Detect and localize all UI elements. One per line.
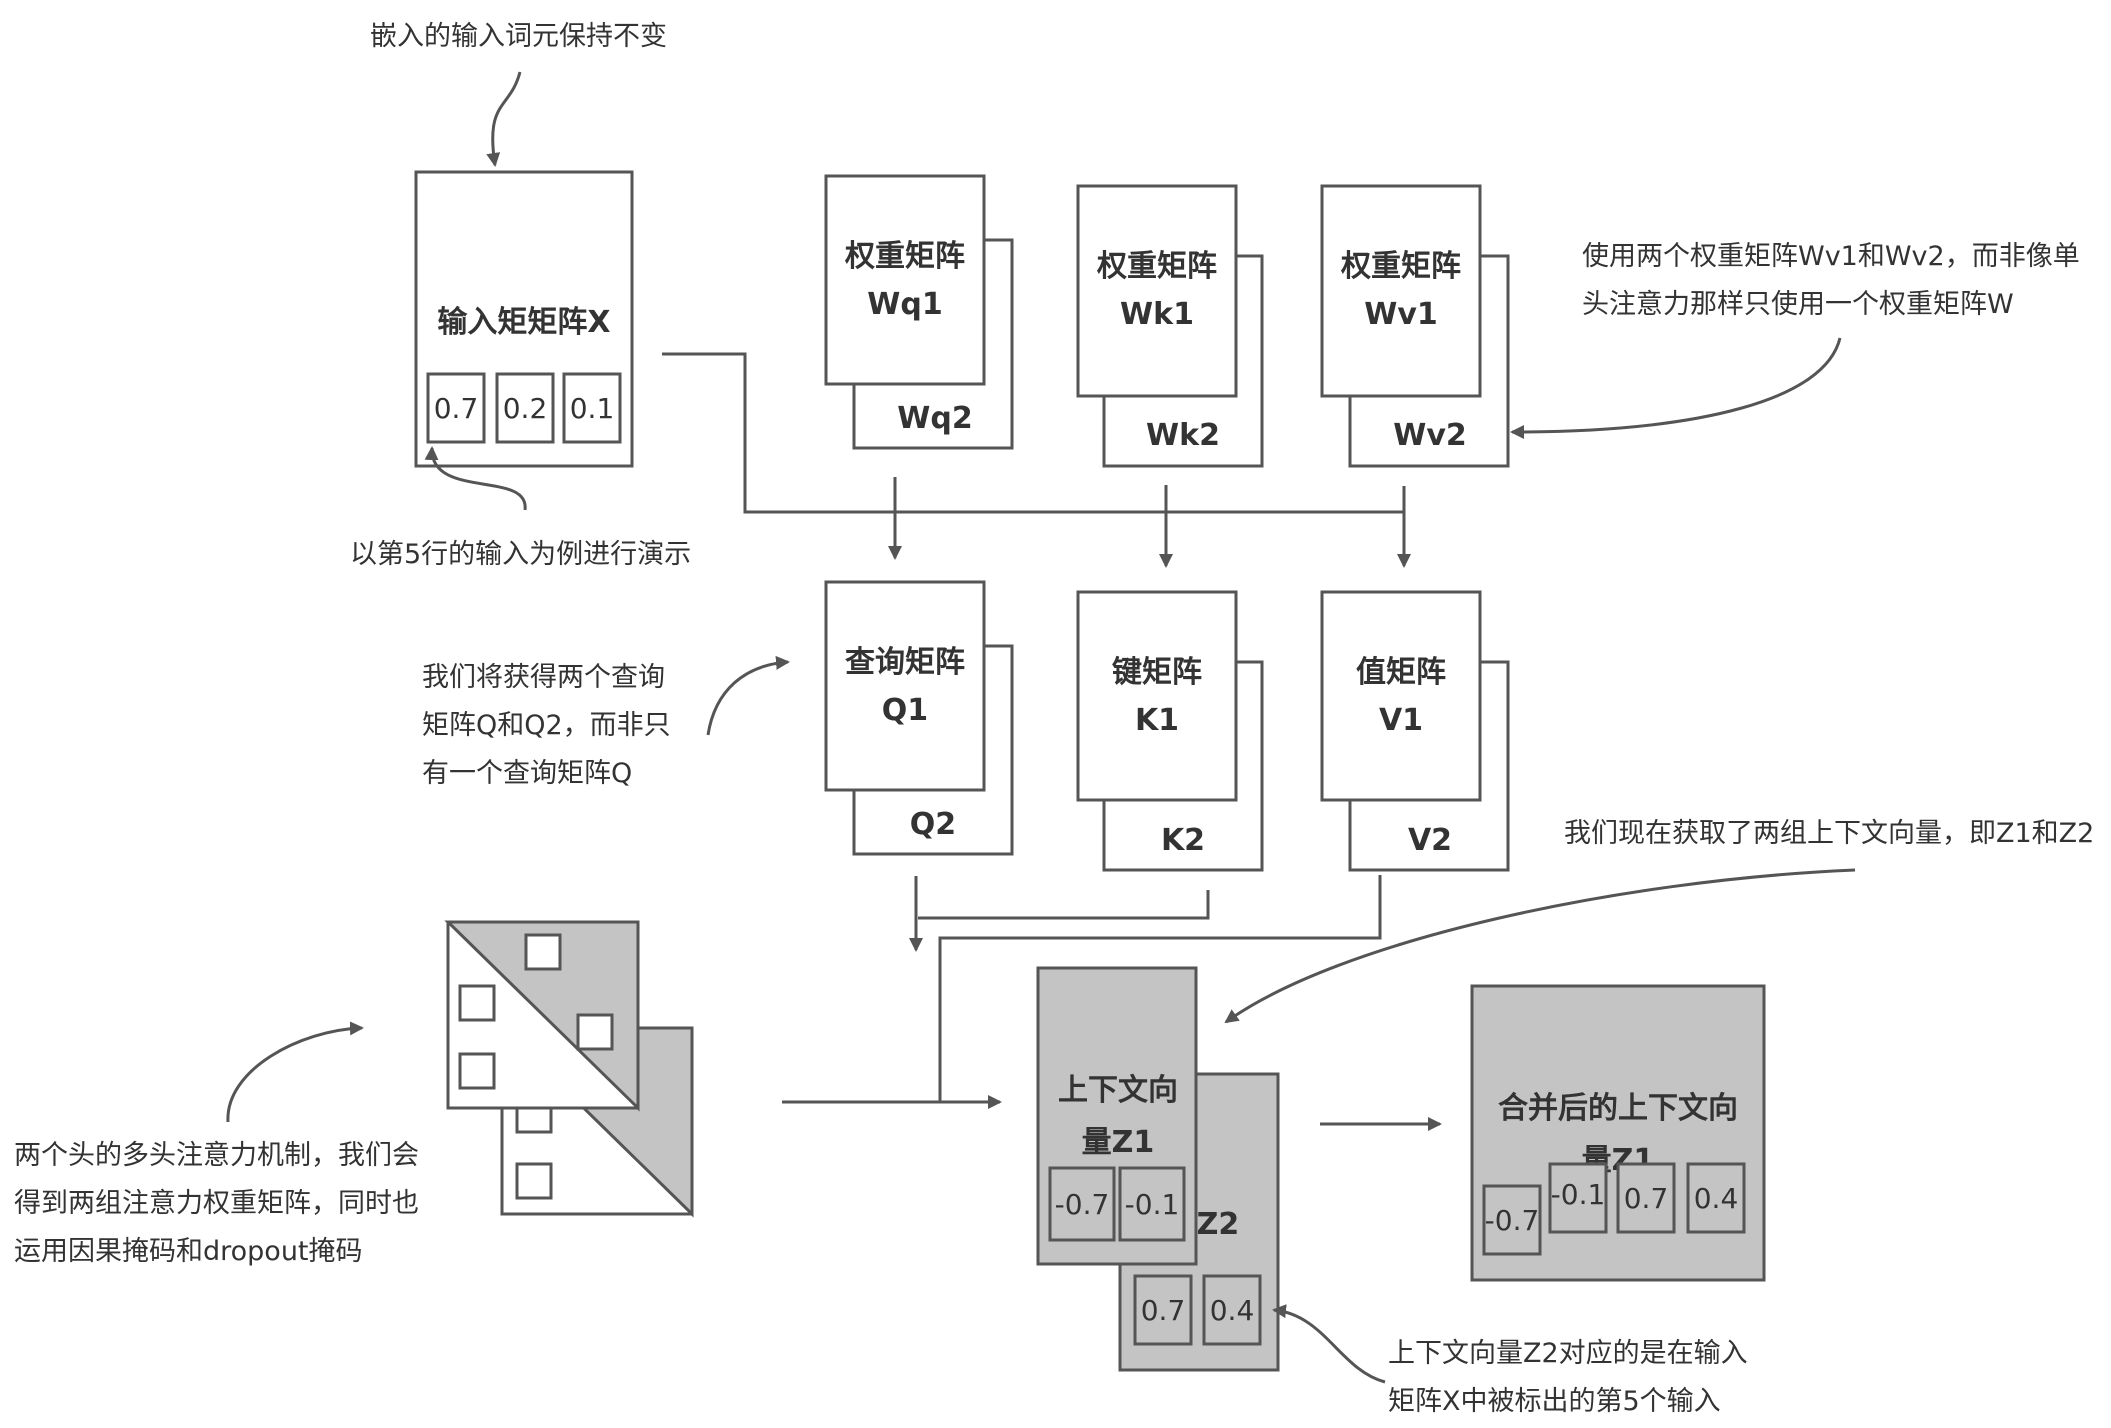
- query-note-line3: 有一个查询矩阵Q: [422, 758, 632, 789]
- merged-cell-value: 0.4: [1694, 1182, 1739, 1215]
- embed-note: 嵌入的输入词元保持不变: [370, 21, 667, 52]
- key-matrix: K2 键矩阵 K1: [1076, 590, 1264, 872]
- merged-cell-value: 0.7: [1624, 1182, 1669, 1215]
- query-matrix: Q2 查询矩阵 Q1: [824, 580, 1014, 856]
- merged-label-line1: 合并后的上下文向: [1498, 1091, 1738, 1126]
- merged-cell-box: [1616, 1162, 1676, 1234]
- input-matrix-x: 输入矩矩阵X 0.7 0.2 0.1: [414, 170, 634, 468]
- weight-q-back-label: Wq2: [897, 401, 972, 436]
- input-cell-value: 0.2: [503, 392, 548, 425]
- query-front-label: Q1: [882, 693, 928, 728]
- weights-note-line1: 使用两个权重矩阵Wv1和Wv2，而非像单: [1582, 241, 2080, 272]
- z2-cell-box: [1133, 1274, 1193, 1346]
- z1-label-line1: 上下文向: [1058, 1073, 1178, 1108]
- weight-matrix-v: Wv2 权重矩阵 Wv1: [1320, 184, 1510, 468]
- query-back-label: Q2: [910, 807, 956, 842]
- row-note-arrow: [424, 446, 527, 511]
- z1-label-line2: 量Z1: [1082, 1125, 1155, 1160]
- weight-matrix-q: Wq2 权重矩阵 Wq1: [824, 174, 1014, 450]
- merged-context-vector: 合并后的上下文向 量Z1 -0.7 -0.1 0.7 0.4: [1470, 984, 1766, 1282]
- weight-v-title: 权重矩阵: [1340, 249, 1461, 284]
- z1-cell-box: [1048, 1166, 1116, 1242]
- value-title: 值矩阵: [1356, 655, 1446, 690]
- weights-note-arrow: [1510, 337, 1842, 439]
- z1-cell-box: [1118, 1166, 1186, 1242]
- multihead-note-line3: 运用因果掩码和dropout掩码: [14, 1236, 363, 1267]
- z2-cell-value: 0.7: [1141, 1294, 1186, 1327]
- z2-note-line2: 矩阵X中被标出的第5个输入: [1388, 1386, 1721, 1417]
- z1-cell-value: -0.1: [1125, 1188, 1180, 1221]
- multihead-note-line1: 两个头的多头注意力机制，我们会: [14, 1140, 419, 1171]
- z2-label: Z2: [1197, 1207, 1240, 1242]
- input-matrix-title: 输入矩矩阵X: [437, 305, 610, 340]
- key-title: 键矩阵: [1112, 655, 1202, 690]
- merged-cell-value: -0.1: [1551, 1178, 1606, 1211]
- merged-cell-box: [1482, 1184, 1542, 1256]
- query-note-arrow: [706, 655, 790, 736]
- weight-k-back-label: Wk2: [1146, 418, 1220, 453]
- context-vector-z1: 上下文向 量Z1 -0.7 -0.1: [1036, 966, 1198, 1266]
- weight-k-front-label: Wk1: [1120, 297, 1194, 332]
- weight-v-front-label: Wv1: [1364, 297, 1438, 332]
- key-connector: [918, 890, 1210, 920]
- value-back-label: V2: [1408, 823, 1452, 858]
- key-back-label: K2: [1161, 823, 1205, 858]
- multihead-note-line2: 得到两组注意力权重矩阵，同时也: [14, 1188, 419, 1219]
- merged-cell-box: [1548, 1162, 1608, 1234]
- merged-cell-box: [1686, 1162, 1746, 1234]
- row-note: 以第5行的输入为例进行演示: [350, 539, 691, 570]
- input-cell-box: [426, 372, 486, 444]
- input-cell-box: [562, 372, 622, 444]
- value-connector: [938, 875, 1382, 1102]
- query-note-line2: 矩阵Q和Q2，而非只: [422, 710, 671, 741]
- multihead-note-arrow: [226, 1021, 364, 1123]
- weight-k-title: 权重矩阵: [1096, 249, 1217, 284]
- embed-note-arrow: [486, 71, 522, 167]
- value-front-label: V1: [1379, 703, 1423, 738]
- z2-cell-box: [1202, 1274, 1262, 1346]
- weight-matrix-k: Wk2 权重矩阵 Wk1: [1076, 184, 1264, 468]
- value-matrix: V2 值矩阵 V1: [1320, 590, 1510, 872]
- input-to-weights-line: [662, 352, 1404, 514]
- weight-v-back-label: Wv2: [1393, 418, 1467, 453]
- weights-note-line2: 头注意力那样只使用一个权重矩阵W: [1582, 289, 2014, 320]
- context-note: 我们现在获取了两组上下文向量，即Z1和Z2: [1564, 818, 2094, 849]
- input-cell-value: 0.1: [570, 392, 615, 425]
- key-front-label: K1: [1135, 703, 1179, 738]
- weight-q-title: 权重矩阵: [844, 239, 965, 274]
- query-title: 查询矩阵: [845, 645, 965, 680]
- z2-note-line1: 上下文向量Z2对应的是在输入: [1388, 1338, 1748, 1369]
- z2-cell-value: 0.4: [1210, 1294, 1255, 1327]
- weight-q-front-label: Wq1: [867, 287, 942, 322]
- z1-cell-value: -0.7: [1055, 1188, 1110, 1221]
- merged-cell-value: -0.7: [1485, 1204, 1540, 1237]
- query-note-line1: 我们将获得两个查询: [422, 662, 665, 693]
- input-cell-value: 0.7: [434, 392, 479, 425]
- context-note-arrow: [1224, 868, 1856, 1024]
- attention-weights-head-1: [444, 920, 640, 1112]
- input-cell-box: [495, 372, 555, 444]
- z2-note-arrow: [1272, 1304, 1386, 1384]
